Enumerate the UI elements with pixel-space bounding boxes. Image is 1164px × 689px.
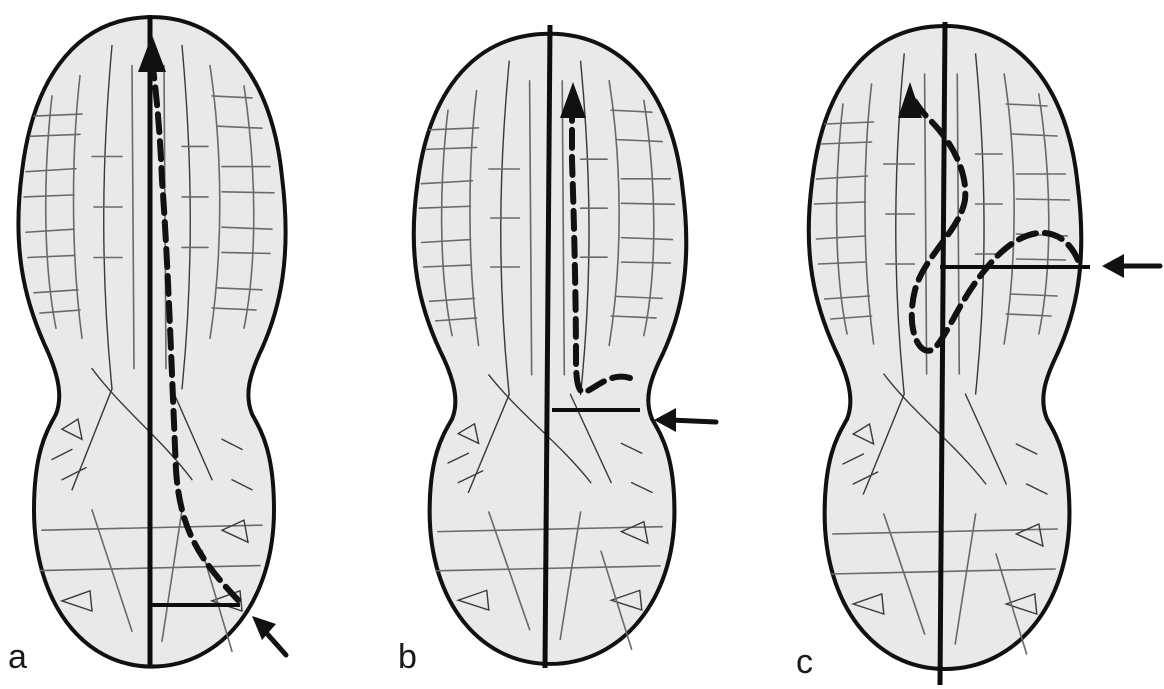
panel-label-b: b [398,640,417,674]
panel-label-a: a [8,640,27,674]
panel-label-c: c [796,645,813,679]
impact-arrow-b [670,420,716,422]
impact-arrowhead-c [1102,254,1124,278]
